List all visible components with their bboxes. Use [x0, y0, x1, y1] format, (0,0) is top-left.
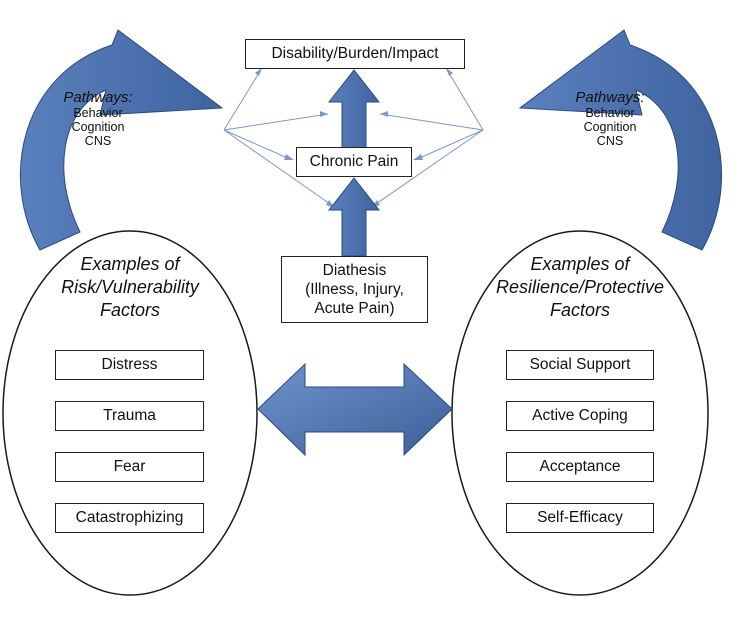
resilience-factor-box: Active Coping	[506, 401, 654, 431]
right-curved-arrow	[518, 29, 722, 251]
risk-factor-box: Fear	[55, 452, 204, 482]
left-curved-arrow	[20, 29, 224, 251]
left-pathways-heading: Pathways:	[63, 89, 133, 106]
resilience-factor-box: Self-Efficacy	[506, 503, 654, 533]
resilience-title-line: Examples of	[530, 254, 630, 274]
risk-title-line: Examples of	[80, 254, 180, 274]
resilience-title: Examples of Resilience/Protective Factor…	[480, 253, 680, 322]
risk-title-line: Risk/Vulnerability	[61, 277, 199, 297]
risk-factor-box: Catastrophizing	[55, 503, 204, 533]
resilience-title-line: Factors	[549, 300, 610, 320]
diathesis-line-3: Acute Pain)	[314, 300, 395, 317]
chronic-to-disability-arrow	[327, 69, 381, 149]
right-thin-arrows	[372, 67, 484, 207]
resilience-title-line: Resilience/Protective	[495, 277, 665, 297]
right-pathways-item: CNS	[596, 134, 624, 148]
right-pathways-item: Cognition	[583, 120, 637, 134]
right-pathways-heading: Pathways:	[575, 89, 645, 106]
resilience-factor-box: Social Support	[506, 350, 654, 380]
resilience-factor-box: Acceptance	[506, 452, 654, 482]
risk-title: Examples of Risk/Vulnerability Factors	[35, 253, 225, 322]
left-thin-arrows	[223, 67, 334, 207]
disability-box: Disability/Burden/Impact	[245, 39, 465, 69]
left-pathways-item: Behavior	[73, 106, 123, 120]
thin-arrowheads	[255, 68, 453, 208]
diathesis-line-2: (Illness, Injury,	[305, 281, 404, 298]
chronic-pain-box: Chronic Pain	[296, 147, 412, 177]
right-pathways-item: Behavior	[585, 106, 635, 120]
risk-factor-box: Trauma	[55, 401, 204, 431]
left-pathways-item: CNS	[84, 134, 112, 148]
left-pathways: Pathways: Behavior Cognition CNS	[48, 89, 148, 148]
risk-factor-box: Distress	[55, 350, 204, 380]
diathesis-box: Diathesis (Illness, Injury, Acute Pain)	[281, 256, 428, 323]
diathesis-line-1: Diathesis	[322, 262, 387, 279]
risk-title-line: Factors	[99, 300, 160, 320]
left-pathways-item: Cognition	[71, 120, 125, 134]
right-pathways: Pathways: Behavior Cognition CNS	[560, 89, 660, 148]
diathesis-to-chronic-arrow	[327, 177, 381, 257]
double-horizontal-arrow	[257, 362, 453, 457]
